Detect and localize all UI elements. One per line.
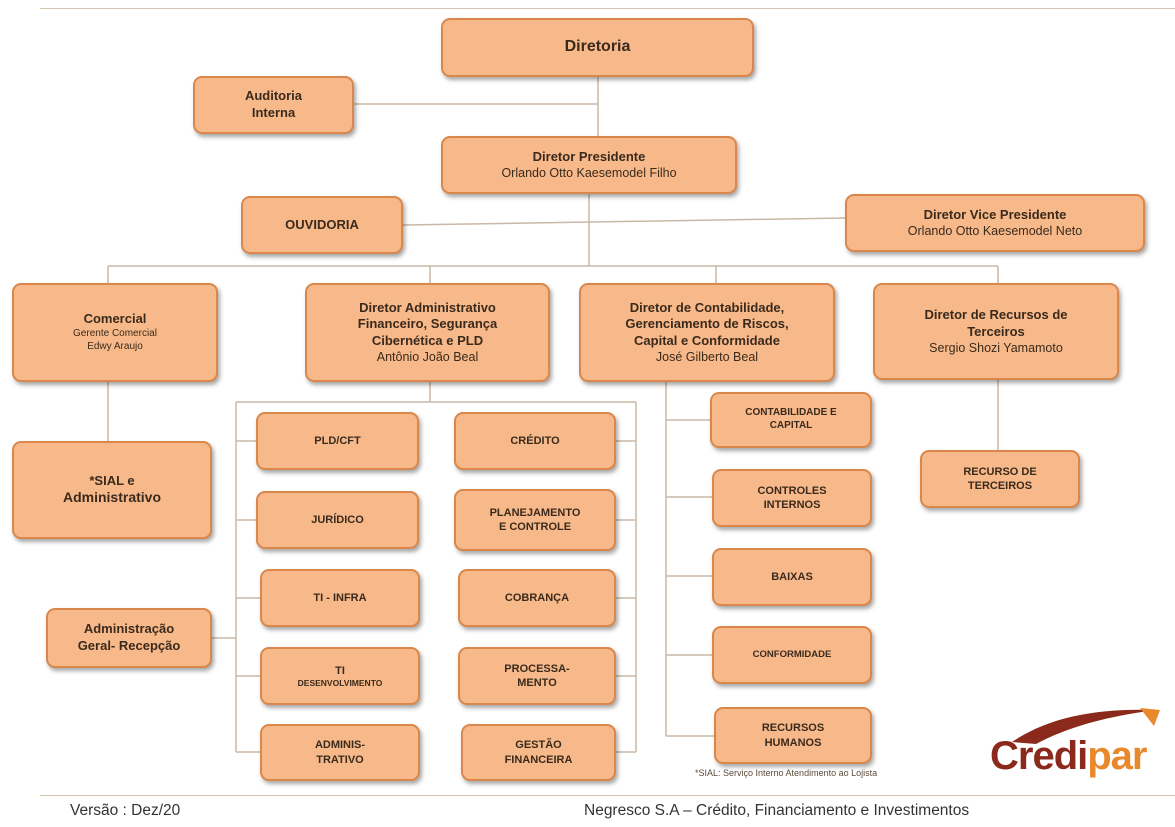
comercial-name: Edwy Araujo [87,340,143,352]
adminis-line2: TRATIVO [316,753,364,766]
box-contabilidade-capital: CONTABILIDADE E CAPITAL [710,392,872,448]
box-administracao-geral: Administração Geral- Recepção [46,608,212,668]
box-planejamento-controle: PLANEJAMENTO E CONTROLE [454,489,616,551]
ti-dev-line2: DESENVOLVIMENTO [297,677,383,688]
box-diretor-presidente: Diretor Presidente Orlando Otto Kaesemod… [441,136,737,194]
box-juridico: JURÍDICO [256,491,419,549]
conformidade-title: CONFORMIDADE [752,648,832,660]
sial-line2: Administrativo [62,489,161,506]
box-cobranca: COBRANÇA [458,569,616,627]
comercial-title: Comercial [83,311,147,327]
presidente-title: Diretor Presidente [532,148,646,164]
rec-terc-dir-line1: Diretor de Recursos de [924,306,1068,322]
logo-text-par: par [1087,734,1147,778]
contab-line1: Diretor de Contabilidade, [629,299,785,315]
box-diretoria: Diretoria [441,18,754,77]
box-baixas: BAIXAS [712,548,872,606]
box-diretor-contabilidade: Diretor de Contabilidade, Gerenciamento … [579,283,835,382]
box-processamento: PROCESSA- MENTO [458,647,616,705]
box-ouvidoria: OUVIDORIA [241,196,403,254]
presidente-name: Orlando Otto Kaesemodel Filho [501,166,677,181]
adm-geral-line1: Administração [83,621,175,637]
box-diretor-recursos-terceiros: Diretor de Recursos de Terceiros Sergio … [873,283,1119,380]
box-controles-internos: CONTROLES INTERNOS [712,469,872,527]
sial-line1: *SIAL e [89,472,135,488]
rec-terc-line2: TERCEIROS [967,480,1033,492]
controles-line2: INTERNOS [763,499,821,511]
rec-terc-dir-name: Sergio Shozi Yamamoto [929,341,1063,356]
box-ti-desenvolvimento: TI DESENVOLVIMENTO [260,647,420,705]
processa-line1: PROCESSA- [504,662,570,675]
juridico-title: JURÍDICO [311,513,364,526]
planejamento-line1: PLANEJAMENTO [489,506,581,519]
footer-company: Negresco S.A – Crédito, Financiamento e … [584,802,970,819]
controles-line1: CONTROLES [757,484,827,497]
box-auditoria-interna: Auditoria Interna [193,76,354,134]
contab-line3: Capital e Conformidade [634,332,780,348]
adm-fin-line2: Financeiro, Segurança [357,316,498,332]
comercial-role: Gerente Comercial [73,328,157,340]
credipar-logo: Credipar [990,708,1170,788]
contab-line2: Gerenciamento de Riscos, [625,316,789,332]
box-diretor-vice-presidente: Diretor Vice Presidente Orlando Otto Kae… [845,194,1145,252]
gestao-line2: FINANCEIRA [504,753,573,766]
box-ti-infra: TI - INFRA [260,569,420,627]
box-administrativo: ADMINIS- TRATIVO [260,724,420,781]
rec-terc-line1: RECURSO DE [963,465,1037,478]
box-recursos-humanos: RECURSOS HUMANOS [714,707,872,764]
ouvidoria-title: OUVIDORIA [285,216,359,232]
ti-dev-line1: TI [335,664,345,677]
box-comercial: Comercial Gerente Comercial Edwy Araujo [12,283,218,382]
adm-fin-name: Antônio João Beal [376,350,479,365]
box-sial-administrativo: *SIAL e Administrativo [12,441,212,539]
top-rule [40,8,1175,9]
rec-terc-dir-line2: Terceiros [967,323,1025,339]
contab-capital-line2: CAPITAL [769,420,813,431]
box-pld-cft: PLD/CFT [256,412,419,470]
diretoria-title: Diretoria [564,38,631,56]
pld-title: PLD/CFT [314,434,361,447]
box-recurso-de-terceiros: RECURSO DE TERCEIROS [920,450,1080,508]
vice-title: Diretor Vice Presidente [923,206,1067,222]
adm-fin-line1: Diretor Administrativo [359,299,496,315]
auditoria-line2: Interna [251,105,296,120]
credito-title: CRÉDITO [510,434,560,447]
adm-geral-line2: Geral- Recepção [77,638,181,653]
box-diretor-administrativo: Diretor Administrativo Financeiro, Segur… [305,283,550,382]
adminis-line1: ADMINIS- [314,739,366,752]
footer-version: Versão : Dez/20 [70,802,181,819]
logo-text-credi: Credi [990,734,1088,778]
contab-capital-line1: CONTABILIDADE E [745,407,837,419]
vice-name: Orlando Otto Kaesemodel Neto [907,224,1083,239]
cobranca-title: COBRANÇA [504,591,570,604]
processa-line2: MENTO [517,677,557,689]
sial-footnote: *SIAL: Serviço Interno Atendimento ao Lo… [695,768,878,778]
box-gestao-financeira: GESTÃO FINANCEIRA [461,724,616,781]
rh-line2: HUMANOS [764,736,822,749]
baixas-title: BAIXAS [771,570,813,583]
gestao-line1: GESTÃO [515,739,562,752]
planejamento-line2: E CONTROLE [498,521,572,533]
bottom-rule [40,795,1175,796]
rh-line1: RECURSOS [761,722,825,735]
box-credito: CRÉDITO [454,412,616,470]
contab-name: José Gilberto Beal [655,350,759,365]
box-conformidade: CONFORMIDADE [712,626,872,684]
auditoria-line1: Auditoria [244,88,303,104]
logo-swoosh-icon [1012,708,1160,744]
adm-fin-line3: Cibernética e PLD [371,332,484,348]
ti-infra-title: TI - INFRA [313,591,367,604]
